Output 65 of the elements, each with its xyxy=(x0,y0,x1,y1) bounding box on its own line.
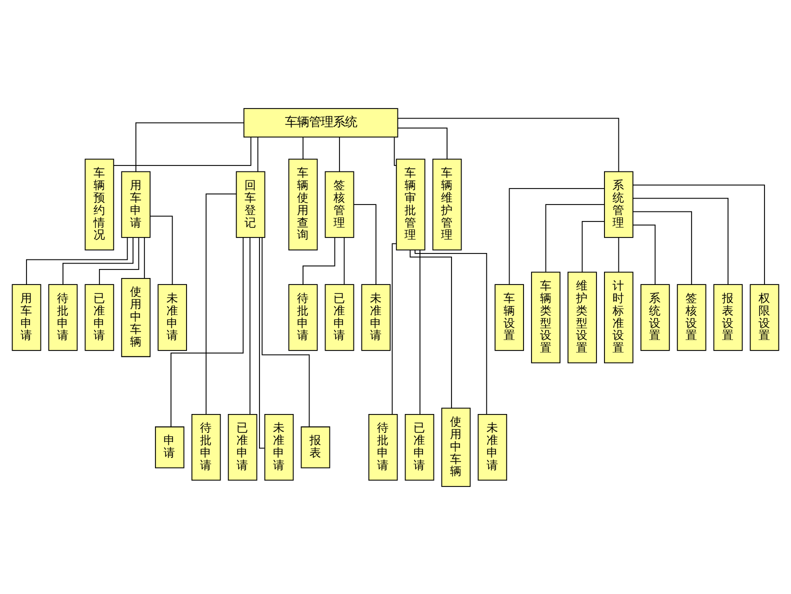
connector xyxy=(632,210,692,285)
node-box: 回车登记 xyxy=(236,170,266,238)
node-box: 系统管理 xyxy=(604,170,634,238)
connector xyxy=(632,197,728,284)
node-box: 用车申请 xyxy=(12,284,42,350)
node-box: 待批申请 xyxy=(191,413,221,480)
connector xyxy=(98,236,140,284)
connector xyxy=(26,236,128,284)
connector xyxy=(302,236,336,284)
node-box: 维护类型设置 xyxy=(568,271,597,363)
node-box: 用车申请 xyxy=(121,170,151,238)
node-box: 报表设置 xyxy=(713,284,743,350)
connector xyxy=(257,136,258,172)
node-box: 申请 xyxy=(154,426,184,468)
node-box: 报表 xyxy=(300,426,330,468)
node-box: 签核管理 xyxy=(324,170,354,238)
connector xyxy=(62,236,134,284)
node-box: 车辆使用查询 xyxy=(288,158,318,250)
node-box: 计时标准设置 xyxy=(604,271,634,363)
connector xyxy=(582,220,605,272)
connector xyxy=(170,236,244,427)
connector xyxy=(150,215,173,285)
node-box: 待批申请 xyxy=(288,284,318,350)
connector xyxy=(397,127,448,160)
connector xyxy=(262,236,310,427)
node-box: 已准申请 xyxy=(228,413,258,480)
connector xyxy=(392,242,397,414)
node-box: 车辆类型设置 xyxy=(531,271,560,363)
node-box: 未准申请 xyxy=(158,284,187,350)
connector xyxy=(144,236,145,278)
node-box: 签核设置 xyxy=(676,284,706,350)
connector xyxy=(618,236,620,272)
connector xyxy=(508,188,605,284)
connector xyxy=(410,249,452,408)
connector xyxy=(302,136,304,160)
connector xyxy=(414,249,488,414)
node-box: 车辆维护管理 xyxy=(432,158,462,250)
node-box: 未准申请 xyxy=(361,284,391,350)
connector xyxy=(632,184,765,284)
node-box: 已准申请 xyxy=(84,284,114,350)
node-box: 已准申请 xyxy=(324,284,354,350)
connector xyxy=(135,122,244,172)
connector xyxy=(353,204,376,284)
connector xyxy=(113,136,252,166)
node-box: 车辆审批管理 xyxy=(396,158,426,250)
node-box: 权限设置 xyxy=(750,284,780,350)
node-box: 已准申请 xyxy=(404,413,434,480)
node-box: 车辆管理系统 xyxy=(243,108,398,137)
node-box: 系统设置 xyxy=(640,284,670,350)
connector xyxy=(259,236,265,448)
connector xyxy=(344,236,345,284)
connector xyxy=(632,224,656,284)
node-box: 使用中车辆 xyxy=(441,407,471,486)
connector xyxy=(339,136,340,172)
node-box: 未准申请 xyxy=(478,413,508,480)
connector xyxy=(545,204,605,272)
connector xyxy=(397,117,620,172)
connector xyxy=(206,192,237,414)
node-box: 未准申请 xyxy=(264,413,294,480)
node-box: 待批申请 xyxy=(368,413,398,480)
connector xyxy=(394,136,397,166)
node-box: 待批申请 xyxy=(48,284,78,350)
node-box: 车辆预约情况 xyxy=(84,158,114,250)
node-box: 车辆设置 xyxy=(494,284,524,350)
node-box: 使用中车辆 xyxy=(121,277,151,357)
